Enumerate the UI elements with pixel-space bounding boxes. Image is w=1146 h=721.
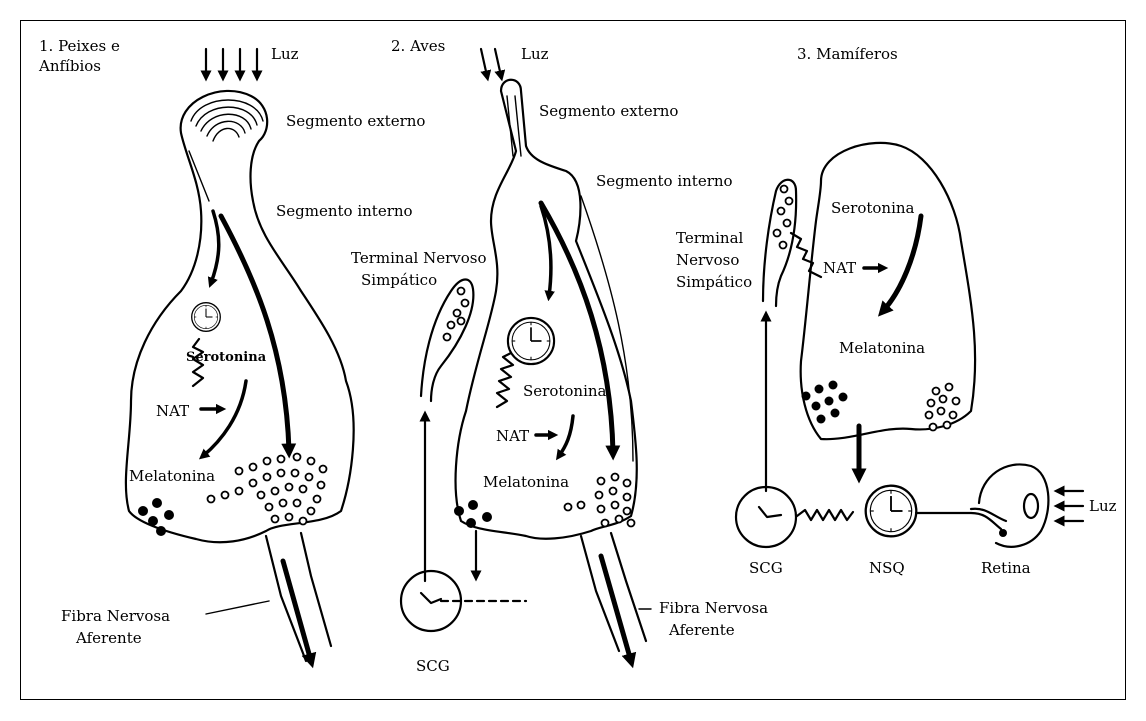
panel3-serotonina: Serotonina (831, 199, 915, 217)
panel2-terminal-line2: Simpático (361, 271, 437, 289)
panel2-serotonina: Serotonina (523, 382, 607, 400)
panel1-segmento-externo: Segmento externo (286, 112, 425, 130)
panel2-fibra-line1: Fibra Nervosa (659, 599, 768, 617)
terminal-vesicles-3 (774, 186, 793, 249)
scg-neuron-2 (421, 593, 441, 603)
panel1-title-line2: Anfíbios (38, 57, 101, 75)
panel3-title: 3. Mamíferos (797, 45, 898, 63)
clock-icon (508, 318, 554, 364)
panel2-title: 2. Aves (391, 37, 445, 55)
melatonin-granules-2 (454, 500, 492, 528)
panel2-segmento-interno: Segmento interno (596, 172, 733, 190)
panel1-fibra-line2: Aferente (75, 629, 142, 647)
arrow-to-melatonina-2 (559, 416, 573, 456)
afferent-fiber-1 (266, 533, 331, 661)
side-line-2 (581, 196, 633, 461)
synaptic-vesicles-1 (208, 454, 327, 525)
arrow-to-melatonina-1 (203, 381, 246, 456)
panel2-luz-label: Luz (521, 45, 549, 63)
clock-icon (866, 486, 917, 537)
panel3-nat: NAT (823, 259, 856, 277)
panel3-luz-label: Luz (1089, 497, 1117, 515)
figure-frame: 1. Peixes e Anfíbios Luz Segmento extern… (20, 20, 1126, 700)
panel1-title: 1. Peixes e (39, 37, 120, 55)
light-arrows-3 (1059, 491, 1083, 521)
arrow-to-melatonina-3 (883, 216, 921, 311)
retina-dot (999, 529, 1007, 537)
scg-neuron-3 (759, 507, 781, 517)
light-arrows-2 (481, 49, 501, 76)
panel2-melatonina: Melatonina (483, 473, 569, 491)
arrow-inner-to-clock-1 (211, 211, 219, 283)
panel3-scg: SCG (749, 559, 783, 577)
panel3-terminal-line1: Terminal (676, 229, 744, 247)
panel2-fibra-line2: Aferente (668, 621, 735, 639)
pinealocyte-body-3 (801, 143, 975, 439)
melatonin-granules-1 (138, 498, 174, 536)
panel3-terminal-line3: Simpático (676, 273, 752, 291)
panel-mamiferos: 3. Mamíferos Serotonina NAT Melatonina T… (676, 45, 1117, 577)
retinohypothalamic-tract-3 (916, 509, 1006, 529)
zigzag-signal-2 (497, 353, 513, 407)
fibra-leader-1 (206, 601, 269, 614)
panel1-fibra-line1: Fibra Nervosa (61, 607, 170, 625)
zigzag-scg-nsq-3 (797, 510, 853, 520)
light-arrows-1 (206, 49, 257, 76)
clock-icon (192, 303, 221, 332)
synaptic-vesicles-2 (565, 474, 635, 527)
panel2-terminal-line1: Terminal Nervoso (351, 249, 486, 267)
panel1-melatonina: Melatonina (129, 467, 215, 485)
photoreceptor-pineal-diagram: 1. Peixes e Anfíbios Luz Segmento extern… (21, 21, 1127, 701)
panel3-retina: Retina (981, 559, 1031, 577)
eye-lens-3 (1024, 494, 1038, 518)
panel3-nsq: NSQ (869, 559, 905, 577)
zigzag-signal-3 (791, 233, 821, 277)
panel2-nat: NAT (496, 427, 529, 445)
panel3-terminal-line2: Nervoso (676, 251, 739, 269)
panel1-serotonina: Serotonina (186, 350, 267, 365)
arrow-inner-to-vesicles-1 (221, 216, 289, 451)
panel2-scg: SCG (416, 657, 450, 675)
panel1-luz-label: Luz (271, 45, 299, 63)
panel3-melatonina: Melatonina (839, 339, 925, 357)
panel1-segmento-interno: Segmento interno (276, 202, 413, 220)
panel-peixes-anfibios: 1. Peixes e Anfíbios Luz Segmento extern… (38, 37, 425, 661)
photoreceptor-body-2 (456, 80, 637, 539)
panel1-nat: NAT (156, 402, 189, 420)
panel2-segmento-externo: Segmento externo (539, 102, 678, 120)
panel-aves: 2. Aves Luz Segmento externo Segmento in… (351, 37, 768, 675)
